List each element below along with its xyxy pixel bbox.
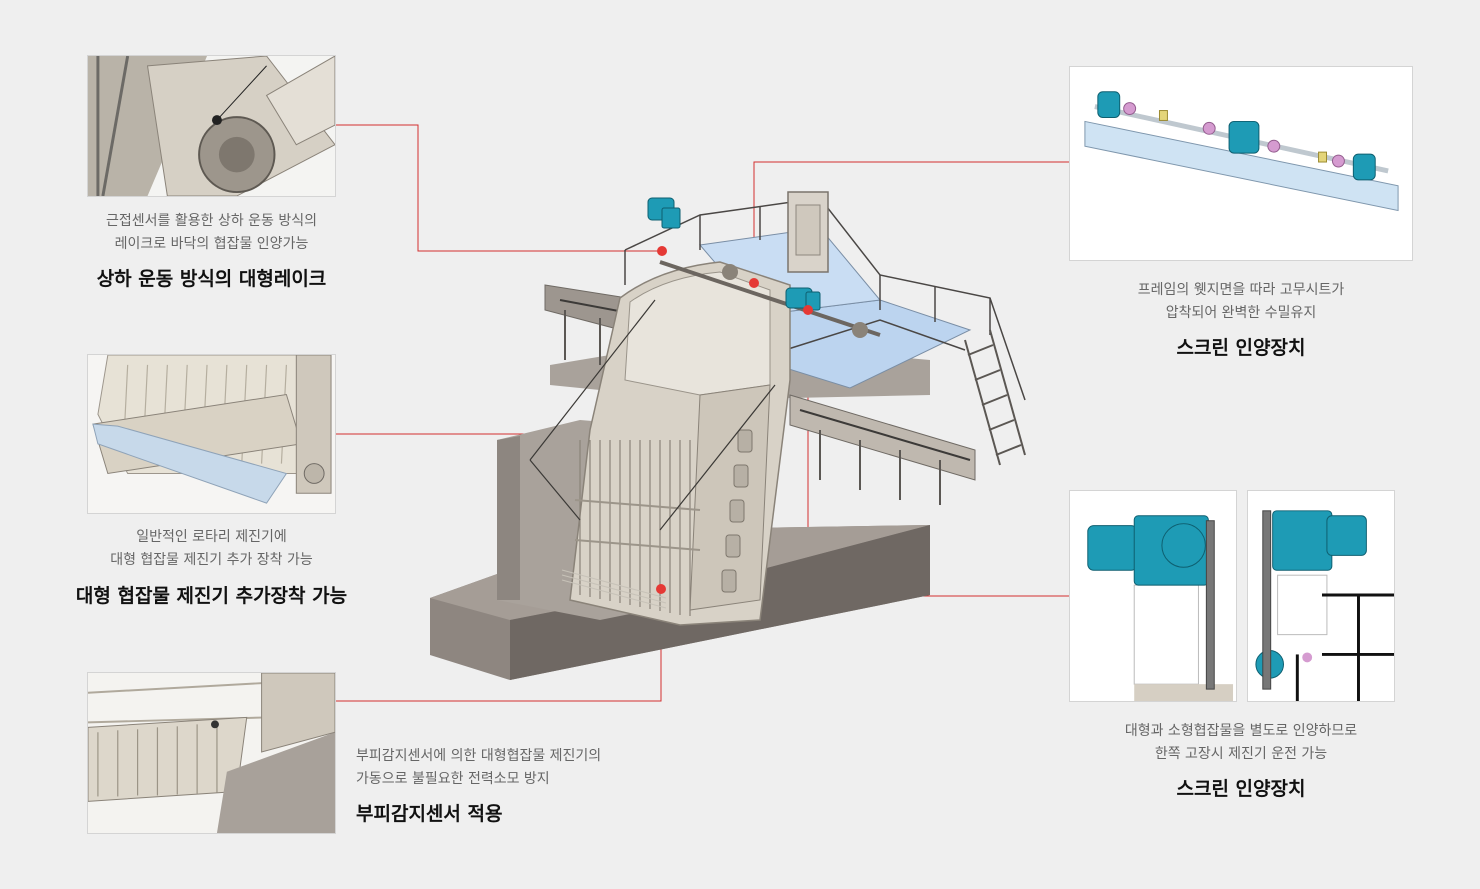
conveyor-right	[789, 394, 976, 481]
bar-screen	[579, 440, 691, 616]
desc-float-sensor: 부피감지센서에 의한 대형협잡물 제진기의 가동으로 불필요한 전력소모 방지	[356, 745, 601, 791]
desc-line-2: 압착되어 완벽한 수밀유지	[1165, 305, 1317, 321]
marker-screen-lift-1	[749, 278, 759, 288]
title-screen-lift-2: 스크린 인양장치	[1176, 778, 1306, 800]
title-float-sensor: 부피감지센서 적용	[356, 803, 503, 825]
desc-large-screen: 일반적인 로타리 제진기에 대형 협잡물 제진기 추가 장착 가능	[87, 526, 336, 572]
desc-line-1: 일반적인 로타리 제진기에	[136, 529, 287, 545]
stairs	[964, 329, 1026, 466]
desc-screen-lift-1: 프레임의 웻지면을 따라 고무시트가 압착되어 완벽한 수밀유지	[1069, 279, 1413, 325]
thumbnail-vertical-rake	[87, 55, 336, 197]
thumbnail-screen-lift-1	[1069, 66, 1413, 261]
title-vertical-rake: 상하 운동 방식의 대형레이크	[96, 268, 327, 290]
desc-line-2: 한쪽 고장시 제진기 운전 가능	[1154, 746, 1328, 762]
thumbnail-large-screen	[87, 354, 336, 514]
thumbnail-screen-lift-2b	[1247, 490, 1395, 702]
desc-line-2: 레이크로 바닥의 협잡물 인양가능	[114, 236, 309, 252]
marker-vertical-rake	[657, 246, 667, 256]
desc-line-1: 프레임의 웻지면을 따라 고무시트가	[1137, 282, 1345, 298]
desc-line-1: 부피감지센서에 의한 대형협잡물 제진기의	[356, 748, 602, 764]
desc-line-1: 대형과 소형협잡물을 별도로 인양하므로	[1124, 723, 1358, 739]
thumbnail-screen-lift-2a	[1069, 490, 1237, 702]
screen-machine-illustration	[430, 191, 1026, 680]
desc-line-1: 근접센서를 활용한 상하 운동 방식의	[106, 213, 317, 229]
desc-line-2: 가동으로 불필요한 전력소모 방지	[356, 771, 550, 787]
drive-shaft	[659, 260, 881, 337]
top-motor	[647, 197, 681, 229]
desc-vertical-rake: 근접센서를 활용한 상하 운동 방식의 레이크로 바닥의 협잡물 인양가능	[87, 210, 336, 256]
desc-line-2: 대형 협잡물 제진기 추가 장착 가능	[110, 552, 313, 568]
marker-screen-lift-2	[803, 305, 813, 315]
thumbnail-float-sensor	[87, 672, 336, 834]
title-large-screen: 대형 협잡물 제진기 추가장착 가능	[75, 585, 348, 607]
marker-float-sensor	[656, 584, 666, 594]
title-screen-lift-1: 스크린 인양장치	[1176, 337, 1306, 359]
desc-screen-lift-2: 대형과 소형협잡물을 별도로 인양하므로 한쪽 고장시 제진기 운전 가능	[1069, 720, 1413, 766]
